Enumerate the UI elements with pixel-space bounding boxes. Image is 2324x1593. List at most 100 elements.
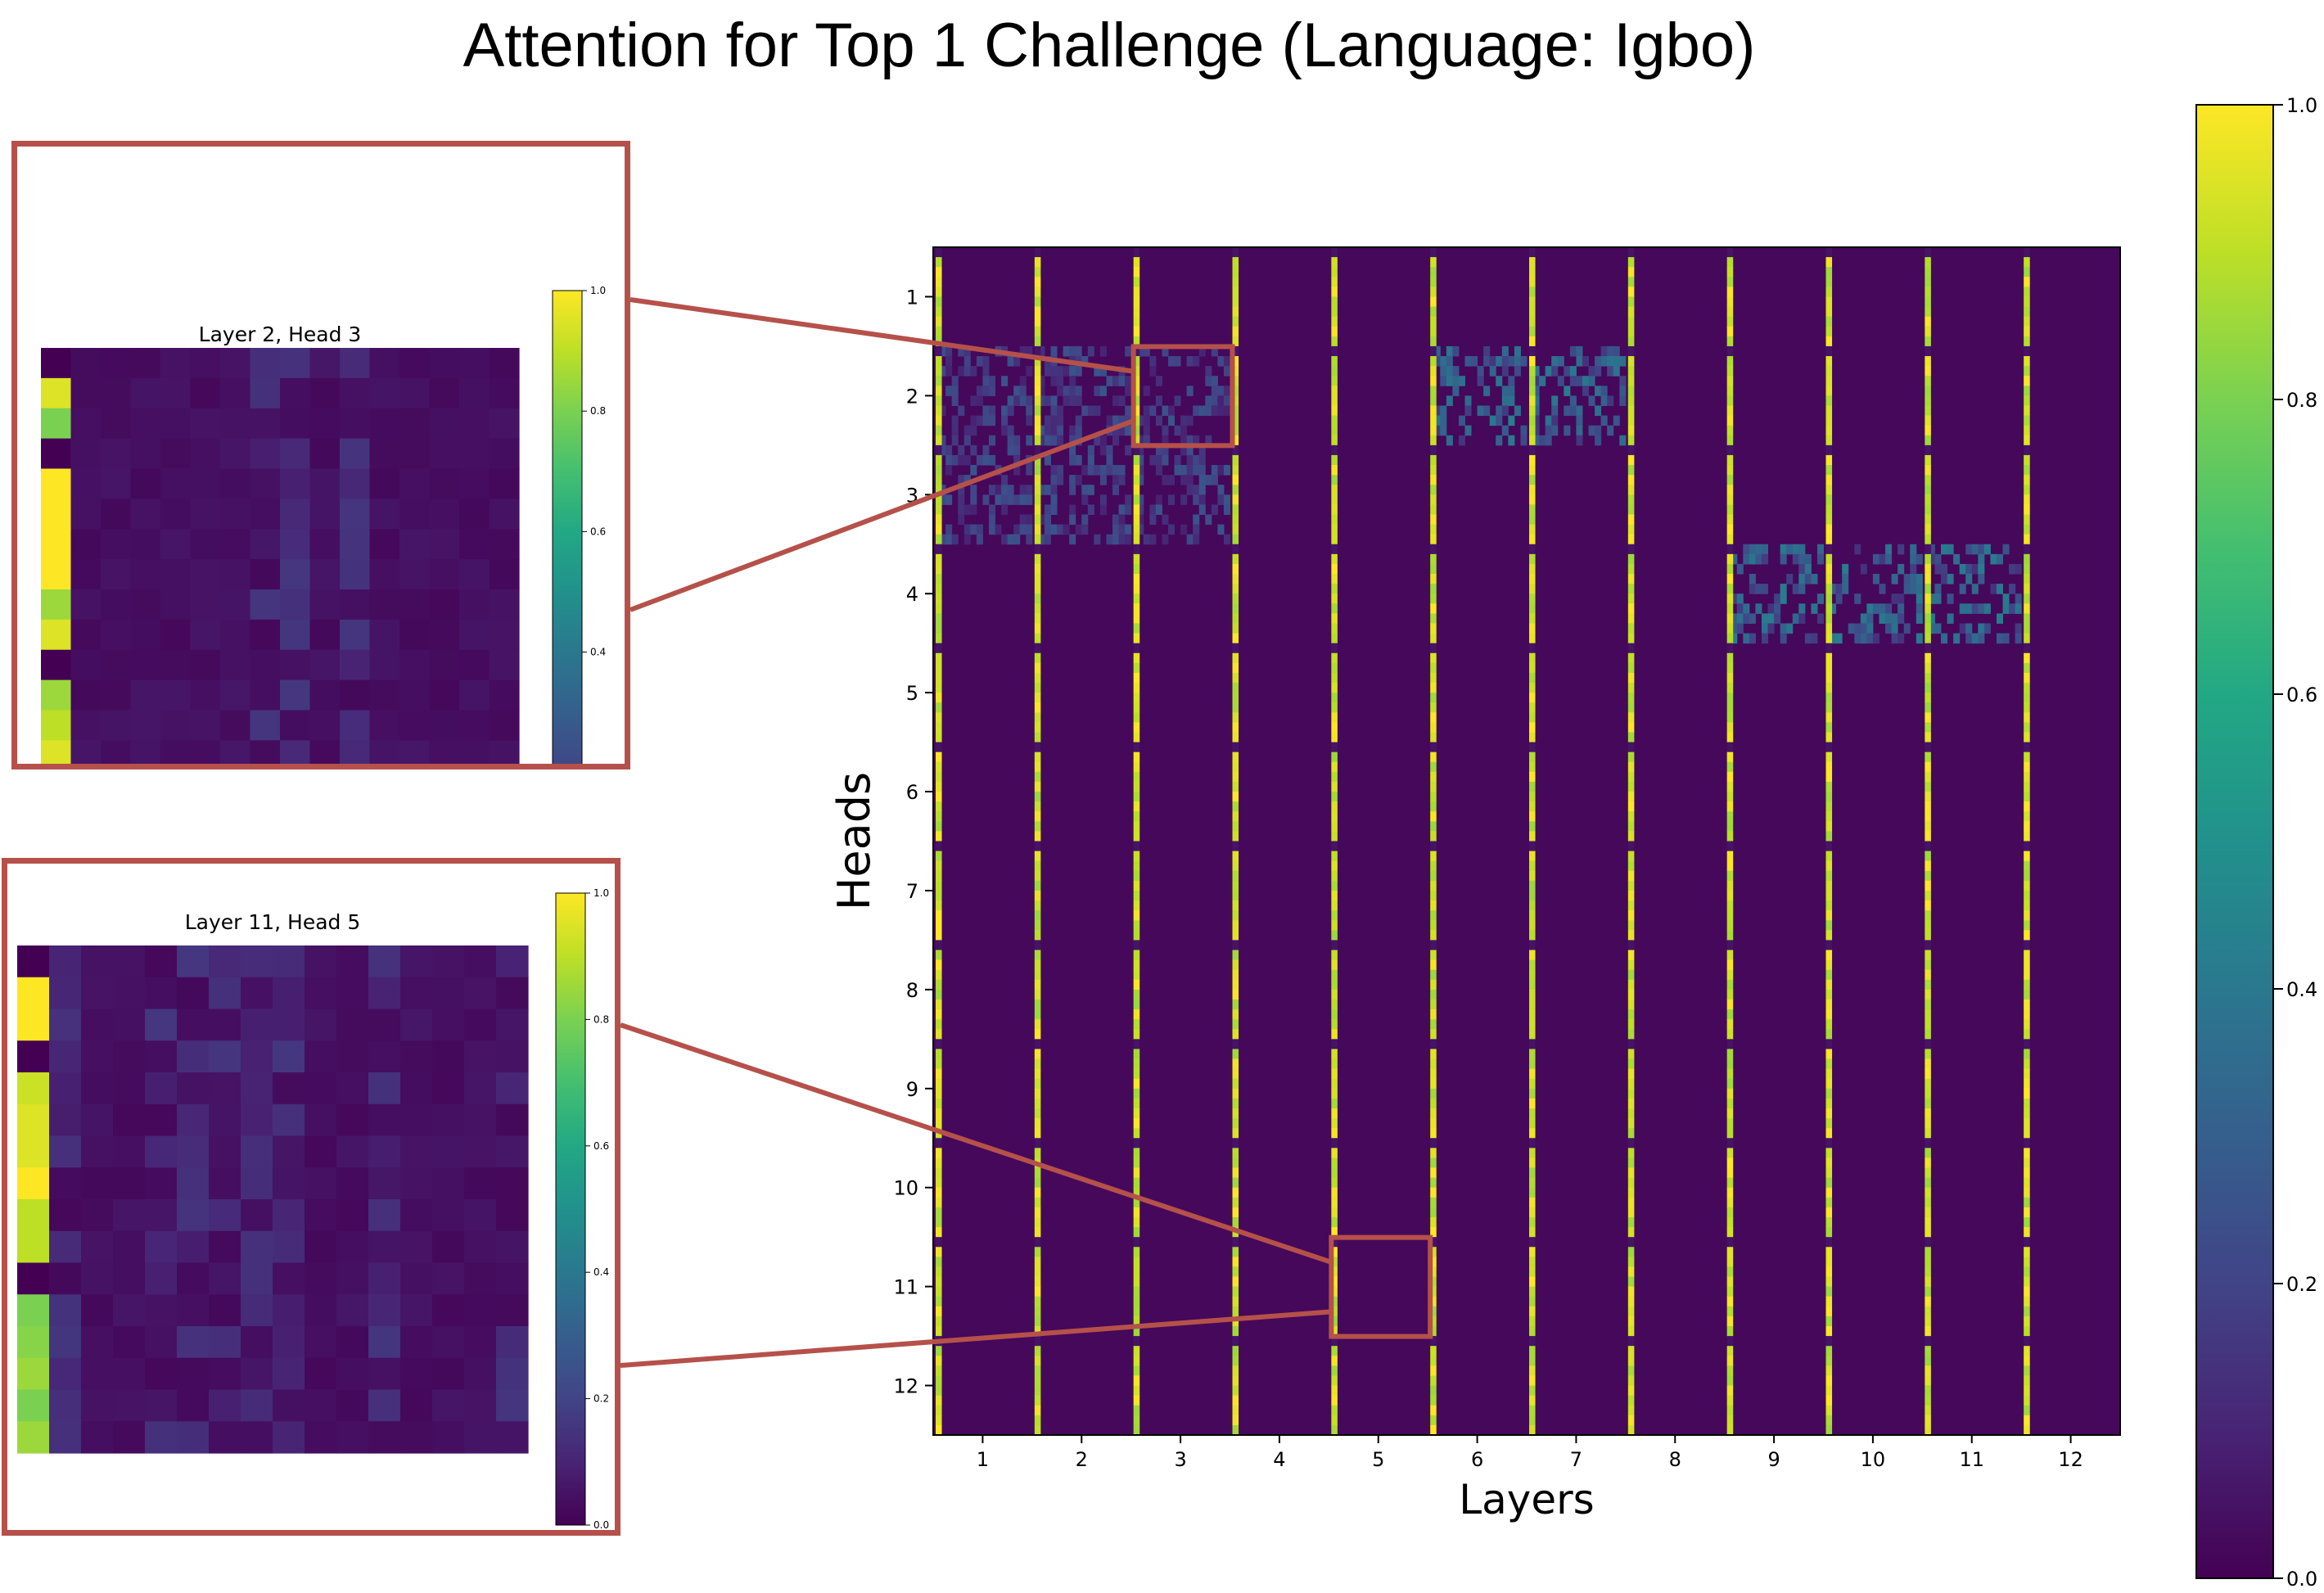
heatmap-cell xyxy=(1211,345,1218,357)
attention-sink-cell xyxy=(1133,376,1140,386)
heatmap-cell xyxy=(81,1326,114,1359)
heatmap-cell xyxy=(340,468,371,499)
attention-sink-cell xyxy=(1034,504,1041,515)
heatmap-cell xyxy=(70,529,102,560)
attention-sink-cell xyxy=(1232,1356,1239,1366)
heatmap-cell xyxy=(459,589,490,621)
heatmap-cell xyxy=(1069,395,1076,406)
attention-sink-cell xyxy=(1133,1365,1140,1376)
heatmap-cell xyxy=(241,977,273,1010)
heatmap-cell xyxy=(190,438,221,470)
heatmap-cell xyxy=(489,377,520,409)
attention-sink-cell xyxy=(1034,425,1041,436)
attention-sink-cell xyxy=(1232,435,1239,446)
attention-sink-cell xyxy=(1726,277,1734,287)
heatmap-cell xyxy=(489,740,520,771)
heatmap-cell xyxy=(1112,485,1120,495)
attention-sink-cell xyxy=(936,544,942,555)
attention-sink-cell xyxy=(1430,247,1437,258)
attention-sink-cell xyxy=(1133,643,1140,654)
heatmap-cell xyxy=(1075,454,1082,466)
y-tick-label: 9 xyxy=(906,1078,918,1101)
attention-sink-cell xyxy=(2024,287,2030,297)
attention-sink-cell xyxy=(936,900,942,911)
heatmap-cell xyxy=(1458,415,1465,426)
attention-sink-cell xyxy=(1034,376,1041,386)
attention-sink-cell xyxy=(1133,801,1140,812)
attention-sink-cell xyxy=(2024,593,2030,604)
attention-sink-cell xyxy=(1529,693,1536,703)
attention-sink-cell xyxy=(1034,386,1041,396)
attention-sink-cell xyxy=(1034,1009,1041,1020)
attention-sink-cell xyxy=(1627,485,1635,495)
y-tick-label: 7 xyxy=(906,880,918,903)
attention-sink-cell xyxy=(1232,890,1239,901)
heatmap-cell xyxy=(1508,435,1515,446)
attention-sink-cell xyxy=(936,1336,942,1347)
attention-sink-cell xyxy=(936,356,942,367)
attention-sink-cell xyxy=(1430,841,1437,852)
heatmap-cell xyxy=(1143,415,1150,426)
attention-sink-cell xyxy=(1529,870,1536,882)
heatmap-cell xyxy=(1761,553,1769,565)
attention-sink-cell xyxy=(2024,1257,2030,1267)
attention-sink-cell xyxy=(1529,277,1536,287)
attention-sink-cell xyxy=(1133,693,1140,703)
heatmap-cell xyxy=(459,438,490,470)
attention-sink-cell xyxy=(1529,1385,1536,1397)
attention-sink-cell xyxy=(1133,1118,1140,1129)
attention-sink-cell xyxy=(1430,553,1437,565)
attention-sink-cell xyxy=(1726,633,1734,644)
heatmap-cell xyxy=(177,1389,210,1422)
heatmap-cell xyxy=(1446,345,1453,357)
heatmap-cell xyxy=(1013,445,1021,456)
attention-sink-cell xyxy=(1627,1276,1635,1288)
heatmap-cell xyxy=(1137,465,1144,476)
heatmap-cell xyxy=(958,366,965,377)
heatmap-cell xyxy=(1081,485,1089,495)
heatmap-cell xyxy=(49,1421,82,1454)
attention-sink-cell xyxy=(2024,1237,2030,1248)
heatmap-cell xyxy=(1149,356,1157,367)
heatmap-cell xyxy=(1069,366,1076,377)
heatmap-cell xyxy=(250,529,281,560)
attention-sink-cell xyxy=(1034,296,1041,308)
attention-sink-cell xyxy=(1331,603,1338,614)
attention-sink-cell xyxy=(1133,1266,1140,1278)
heatmap-cell xyxy=(340,377,371,409)
attention-sink-cell xyxy=(1925,1049,1931,1060)
attention-sink-cell xyxy=(1331,761,1338,773)
heatmap-cell xyxy=(1959,623,1966,634)
attention-sink-cell xyxy=(1627,593,1635,604)
heatmap-cell xyxy=(1125,376,1132,386)
attention-sink-cell xyxy=(936,326,942,337)
attention-sink-cell xyxy=(1232,247,1239,258)
heatmap-cell xyxy=(1167,405,1176,417)
attention-sink-cell xyxy=(1430,574,1437,584)
attention-sink-cell xyxy=(1232,465,1239,476)
heatmap-cell xyxy=(1001,534,1009,545)
heatmap-cell xyxy=(220,740,251,771)
attention-sink-cell xyxy=(1232,1058,1239,1070)
attention-sink-cell xyxy=(1529,465,1536,476)
heatmap-cell xyxy=(1094,465,1101,476)
attention-sink-cell xyxy=(1034,1375,1041,1387)
attention-sink-cell xyxy=(1529,771,1536,783)
heatmap-cell xyxy=(1452,386,1460,396)
attention-sink-cell xyxy=(1825,1257,1833,1267)
attention-sink-cell xyxy=(1430,296,1437,308)
attention-sink-cell xyxy=(1331,643,1338,654)
heatmap-cell xyxy=(1780,584,1787,594)
attention-sink-cell xyxy=(1133,1276,1140,1288)
inset-colorbar xyxy=(552,290,583,894)
heatmap-cell xyxy=(1910,584,1917,594)
heatmap-cell xyxy=(1001,425,1009,436)
attention-sink-cell xyxy=(1331,1257,1338,1267)
heatmap-cell xyxy=(489,499,520,530)
attention-sink-cell xyxy=(1430,950,1437,961)
heatmap-cell xyxy=(41,559,72,590)
attention-sink-cell xyxy=(1627,989,1635,1000)
attention-sink-cell xyxy=(1529,356,1536,367)
heatmap-cell xyxy=(280,649,311,681)
attention-sink-cell xyxy=(1034,1266,1041,1278)
